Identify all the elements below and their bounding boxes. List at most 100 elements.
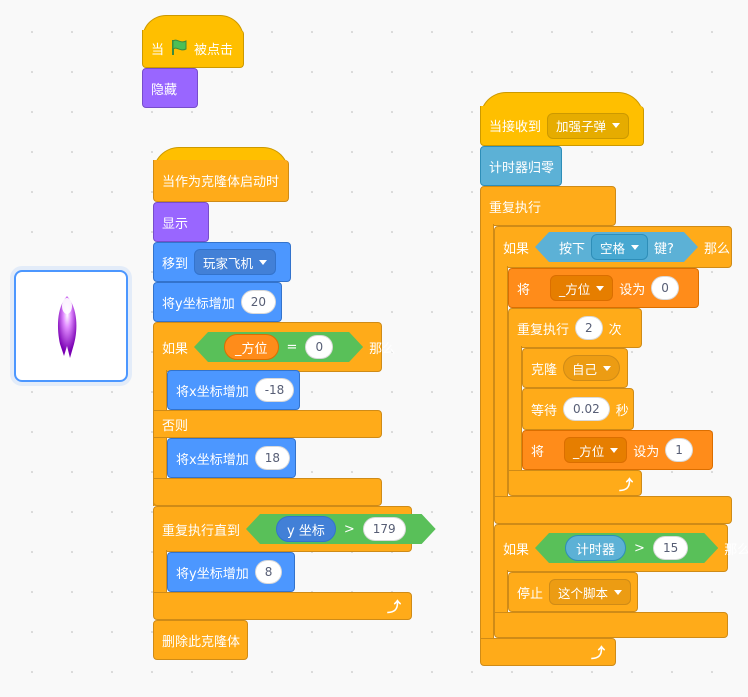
change-y-input[interactable]: 20 xyxy=(240,290,276,314)
chevron-down-icon xyxy=(631,244,640,250)
else-label: 否则 xyxy=(162,418,189,434)
fangwei-reporter[interactable]: _方位 xyxy=(224,334,279,360)
forever-block[interactable]: 重复执行 xyxy=(480,186,616,226)
repeat-label: 重复执行 xyxy=(517,322,570,338)
key-pressed-sensor[interactable]: 按下 空格 键? xyxy=(535,232,698,262)
wait-value-input[interactable]: 0.02 xyxy=(563,397,610,421)
reset-timer-block[interactable]: 计时器归零 xyxy=(480,146,562,186)
reset-timer-label: 计时器归零 xyxy=(489,160,555,176)
y-position-reporter[interactable]: y 坐标 xyxy=(276,516,336,542)
if-else-arm xyxy=(153,370,167,506)
goto-label: 移到 xyxy=(162,256,189,272)
set1-var-dropdown[interactable]: _方位 xyxy=(550,275,614,301)
goto-target-dropdown[interactable]: 玩家飞机 xyxy=(194,249,277,275)
goto-block[interactable]: 移到 玩家飞机 xyxy=(153,242,291,282)
repeat-bottom: ⤴ xyxy=(508,470,642,496)
change-y-input-2[interactable]: 8 xyxy=(254,560,283,584)
wait-label: 等待 xyxy=(531,403,558,419)
if2-arm xyxy=(494,570,508,614)
loop-arrow-icon: ⤴ xyxy=(619,478,633,494)
then2-label: 那么 xyxy=(724,542,748,558)
forever-arm xyxy=(480,224,494,638)
chevron-down-icon xyxy=(603,365,612,371)
equals-operator[interactable]: _方位 = 0 xyxy=(194,332,363,362)
delete-clone-label: 删除此克隆体 xyxy=(162,634,241,650)
hide-label: 隐藏 xyxy=(151,82,178,98)
clone-block[interactable]: 克隆 自己 xyxy=(522,348,628,388)
set-var-block-2[interactable]: 将 _方位 设为 1 xyxy=(522,430,713,470)
key-suffix-label: 键? xyxy=(654,241,674,257)
sprite-thumbnail[interactable] xyxy=(14,270,128,382)
repeat-arm xyxy=(508,346,522,470)
key-dropdown[interactable]: 空格 xyxy=(591,234,649,260)
wait-unit-label: 秒 xyxy=(615,403,629,419)
show-block[interactable]: 显示 xyxy=(153,202,209,242)
when-label: 当 xyxy=(151,43,165,58)
repeat-until-bottom: ⤴ xyxy=(153,592,412,620)
change-x-label-1: 将x坐标增加 xyxy=(176,384,249,400)
gt2-sign: > xyxy=(634,540,645,556)
repeat-until-block[interactable]: 重复执行直到 y 坐标 > 179 xyxy=(153,506,412,552)
change-x-block-2[interactable]: 将x坐标增加 18 xyxy=(167,438,296,478)
change-x-input-2[interactable]: 18 xyxy=(254,446,290,470)
else-bar: 否则 xyxy=(153,410,382,438)
receive-label: 当接收到 xyxy=(489,120,542,135)
then-label: 那么 xyxy=(369,341,396,357)
if-else-block[interactable]: 如果 _方位 = 0 那么 xyxy=(153,322,395,372)
repeat-until-arm xyxy=(153,550,167,594)
greater-than-operator[interactable]: y 坐标 > 179 xyxy=(246,514,436,544)
if1-bottom xyxy=(494,496,732,524)
repeat-count-input[interactable]: 2 xyxy=(575,316,603,340)
set2-to-label: 设为 xyxy=(633,444,660,460)
if1-label: 如果 xyxy=(503,241,530,257)
when-receive-block[interactable]: 当接收到 加强子弹 xyxy=(480,106,644,146)
set2-var-dropdown[interactable]: _方位 xyxy=(564,437,628,463)
green-flag-icon xyxy=(170,38,188,60)
message-dropdown[interactable]: 加强子弹 xyxy=(547,112,630,139)
repeat-block[interactable]: 重复执行 2 次 xyxy=(508,308,642,348)
set-var-block-1[interactable]: 将 _方位 设为 0 xyxy=(508,268,699,308)
wait-block[interactable]: 等待 0.02 秒 xyxy=(522,388,634,430)
change-y-block-2[interactable]: 将y坐标增加 8 xyxy=(167,552,295,592)
stop-block[interactable]: 停止 这个脚本 xyxy=(508,572,638,612)
gt-sign: > xyxy=(343,521,355,537)
change-x-block-1[interactable]: 将x坐标增加 -18 xyxy=(167,370,300,410)
when-flag-clicked-block[interactable]: 当 被点击 xyxy=(142,30,244,68)
clicked-label: 被点击 xyxy=(194,43,234,58)
show-label: 显示 xyxy=(162,216,189,232)
timer-greater-operator[interactable]: 计时器 > 15 xyxy=(535,533,718,563)
stop-label: 停止 xyxy=(517,586,544,602)
key-pressed-label: 按下 xyxy=(559,241,586,257)
purple-bullet-sprite-icon xyxy=(57,296,77,358)
set1-value-input[interactable]: 0 xyxy=(651,276,679,300)
repeat-until-label: 重复执行直到 xyxy=(162,523,241,539)
timer-reporter[interactable]: 计时器 xyxy=(565,535,627,561)
set2-value-input[interactable]: 1 xyxy=(665,438,693,462)
if1-arm xyxy=(494,266,508,498)
set1-to-label: 设为 xyxy=(619,282,646,298)
chevron-down-icon xyxy=(612,123,621,128)
set1-label: 将 xyxy=(517,282,531,298)
clone-hat-label: 当作为克隆体启动时 xyxy=(162,175,280,190)
change-y-block[interactable]: 将y坐标增加 20 xyxy=(153,282,282,322)
change-x-input-1[interactable]: -18 xyxy=(254,378,295,402)
hide-block[interactable]: 隐藏 xyxy=(142,68,198,108)
set2-label: 将 xyxy=(531,444,545,460)
equals-value-input[interactable]: 0 xyxy=(305,335,334,359)
until-value-input[interactable]: 179 xyxy=(362,517,406,541)
then1-label: 那么 xyxy=(703,241,730,257)
loop-arrow-icon: ⤴ xyxy=(387,600,401,616)
change-x-label-2: 将x坐标增加 xyxy=(176,452,249,468)
if-timer-block[interactable]: 如果 计时器 > 15 那么 xyxy=(494,524,748,572)
repeat-times-label: 次 xyxy=(608,322,622,338)
clone-label: 克隆 xyxy=(531,362,558,378)
timer-value-input[interactable]: 15 xyxy=(652,536,689,560)
delete-clone-block[interactable]: 删除此克隆体 xyxy=(153,620,248,660)
if2-bottom xyxy=(494,612,728,638)
if-key-pressed-block[interactable]: 如果 按下 空格 键? 那么 xyxy=(494,226,732,268)
when-start-as-clone-block[interactable]: 当作为克隆体启动时 xyxy=(153,160,289,202)
clone-target-dropdown[interactable]: 自己 xyxy=(563,355,621,381)
equals-sign: = xyxy=(286,339,298,355)
stop-option-dropdown[interactable]: 这个脚本 xyxy=(549,579,632,605)
chevron-down-icon xyxy=(596,285,605,291)
